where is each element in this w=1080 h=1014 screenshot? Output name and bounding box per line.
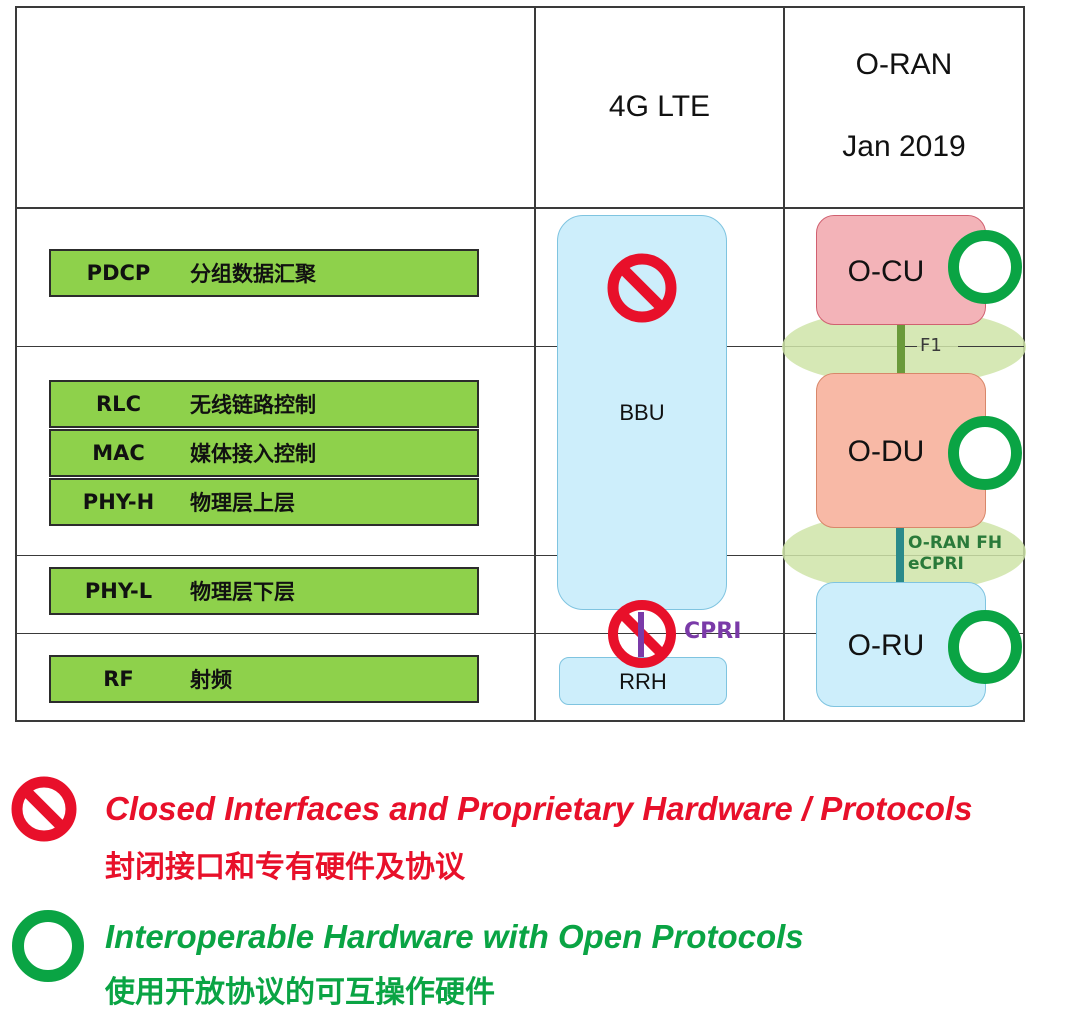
layer-rf: RF 射频: [49, 655, 479, 703]
header-4g-lte: 4G LTE: [608, 90, 711, 123]
fronthaul-link: [896, 528, 904, 582]
layer-pdcp: PDCP 分组数据汇聚: [49, 249, 479, 297]
layer-mac: MAC 媒体接入控制: [49, 429, 479, 477]
open-interface-icon: [948, 416, 1022, 490]
layer-name: 媒体接入控制: [190, 442, 316, 466]
open-interface-icon: [948, 230, 1022, 304]
cpri-label: CPRI: [684, 619, 742, 644]
row-divider-1: [15, 346, 1025, 347]
table-border-bottom: [15, 720, 1025, 722]
column-divider-oran: [783, 6, 785, 722]
cpri-leader-line: [744, 633, 783, 634]
row-divider-3: [15, 633, 1025, 634]
o-cu-label: O-CU: [847, 255, 925, 288]
layer-phy-h: PHY-H 物理层上层: [49, 478, 479, 526]
table-border-top: [15, 6, 1025, 8]
layer-name: 物理层下层: [190, 580, 295, 604]
layer-phy-l: PHY-L 物理层下层: [49, 567, 479, 615]
legend-closed-en: Closed Interfaces and Proprietary Hardwa…: [105, 790, 973, 827]
header-oran-title: O-RAN: [855, 48, 953, 81]
cpri-link: [638, 612, 644, 657]
layer-name: 分组数据汇聚: [190, 262, 316, 286]
row-divider-2: [15, 555, 1025, 556]
open-interface-icon: [12, 910, 84, 982]
layer-name: 无线链路控制: [190, 393, 316, 417]
layer-code: RF: [103, 667, 134, 691]
column-divider-lte: [534, 6, 536, 722]
prohibited-icon: [11, 776, 77, 842]
layer-code: PHY-H: [82, 490, 155, 514]
f1-link: [897, 325, 905, 373]
layer-code: PHY-L: [84, 579, 153, 603]
legend-open-en: Interoperable Hardware with Open Protoco…: [105, 918, 804, 955]
layer-rlc: RLC 无线链路控制: [49, 380, 479, 428]
layer-code: MAC: [92, 441, 145, 465]
o-du-label: O-DU: [847, 435, 925, 468]
bbu-label: BBU: [619, 400, 665, 425]
table-border-right: [1023, 6, 1025, 722]
layer-code: PDCP: [86, 261, 151, 285]
fronthaul-label-line2: eCPRI: [908, 554, 964, 574]
fronthaul-label-line1: O-RAN FH: [908, 533, 1003, 553]
layer-code: RLC: [96, 392, 141, 416]
rrh-label: RRH: [619, 669, 667, 694]
f1-leader-line: [905, 346, 917, 347]
fronthaul-label: O-RAN FH eCPRI: [908, 533, 1002, 575]
layer-name: 射频: [190, 668, 232, 692]
table-border-left: [15, 6, 17, 722]
header-row-divider: [15, 207, 1025, 209]
open-interface-icon: [948, 610, 1022, 684]
f1-leader-line: [958, 346, 1024, 347]
prohibited-icon: [607, 253, 677, 323]
header-oran-date: Jan 2019: [842, 130, 966, 163]
f1-label: F1: [920, 335, 942, 356]
o-ru-label: O-RU: [847, 629, 925, 662]
legend-closed-cn: 封闭接口和专有硬件及协议: [105, 850, 465, 885]
legend-open-cn: 使用开放协议的可互操作硬件: [105, 975, 495, 1010]
layer-name: 物理层上层: [190, 491, 295, 515]
